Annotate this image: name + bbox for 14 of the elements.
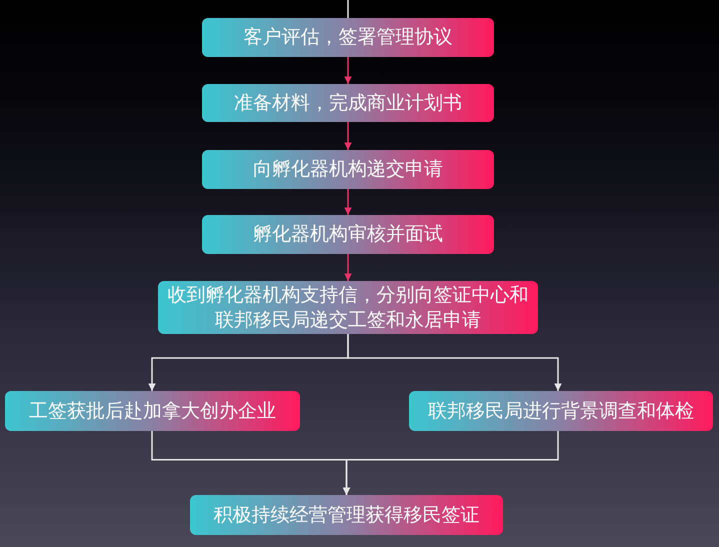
process-box: 孵化器机构审核并面试 <box>202 215 494 254</box>
process-box: 收到孵化器机构支持信，分别向签证中心和联邦移民局递交工签和永居申请 <box>158 281 538 334</box>
process-box: 准备材料，完成商业计划书 <box>202 84 494 122</box>
arrow <box>344 57 352 84</box>
arrow <box>344 122 352 150</box>
arrow <box>347 334 562 391</box>
arrow <box>342 431 559 495</box>
process-box: 客户评估，签署管理协议 <box>202 18 494 57</box>
process-box: 积极持续经营管理获得移民签证 <box>190 495 503 535</box>
arrow <box>344 254 352 281</box>
process-box: 工签获批后赴加拿大创办企业 <box>5 391 300 431</box>
arrow <box>344 189 352 215</box>
process-box: 联邦移民局进行背景调查和体检 <box>409 391 713 431</box>
process-box: 向孵化器机构递交申请 <box>202 150 494 189</box>
